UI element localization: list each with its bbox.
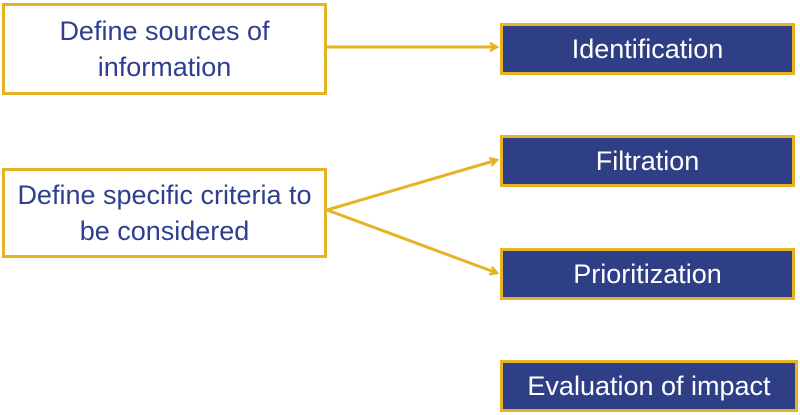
step-box-prioritization: Prioritization [500, 248, 795, 300]
step-label-identification: Identification [571, 33, 724, 64]
source-label-define-sources: Define sources of information [59, 16, 270, 82]
source-box-define-sources: Define sources of information [2, 3, 327, 95]
arrow-criteria-to-prioritization [326, 208, 497, 273]
source-box-define-criteria: Define specific criteria to be considere… [2, 168, 327, 258]
step-label-evaluation-of-impact: Evaluation of impact [527, 370, 771, 401]
step-label-filtration: Filtration [595, 145, 700, 176]
step-box-filtration: Filtration [500, 135, 795, 187]
step-box-evaluation-of-impact: Evaluation of impact [500, 360, 798, 412]
step-box-identification: Identification [500, 23, 795, 75]
source-label-define-criteria: Define specific criteria to be considere… [17, 180, 312, 246]
step-label-prioritization: Prioritization [573, 258, 722, 289]
arrow-criteria-to-filtration [326, 160, 497, 212]
